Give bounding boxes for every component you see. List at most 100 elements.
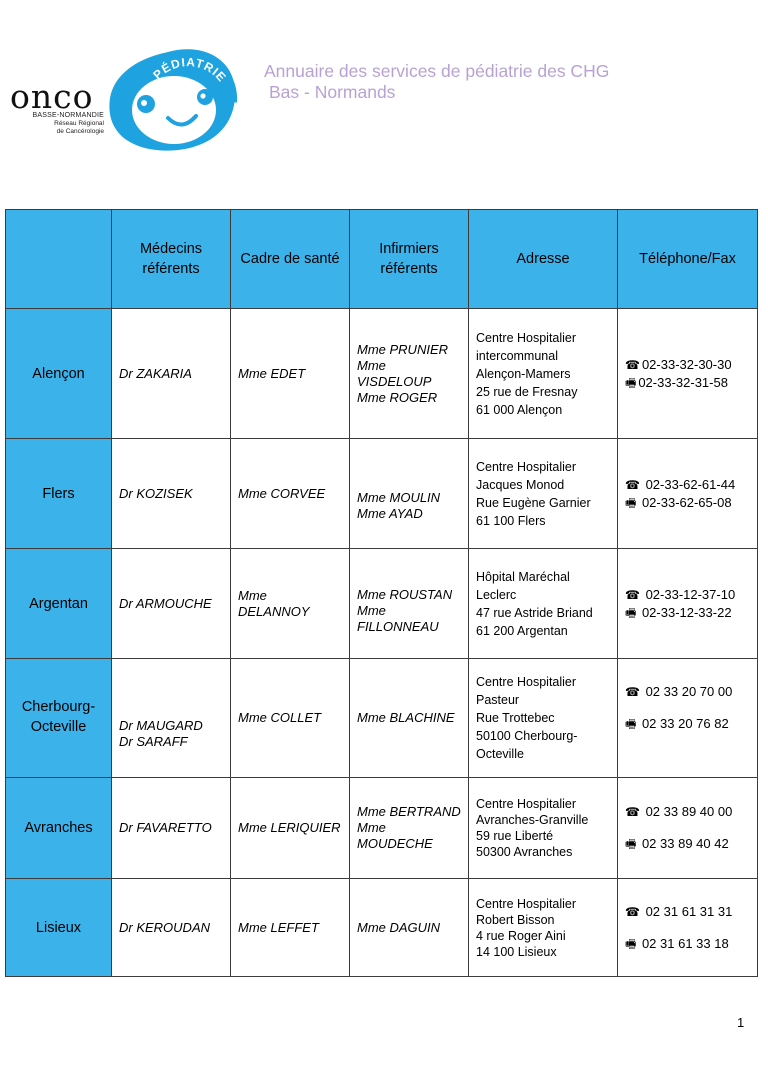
table-row: Lisieux Dr KEROUDAN Mme LEFFET Mme DAGUI…: [5, 878, 758, 977]
medecin-name: Dr KEROUDAN: [119, 919, 211, 935]
document-title: Annuaire des services de pédiatrie des C…: [264, 61, 609, 103]
address-cell: Centre Hospitalier Pasteur Rue Trottebec…: [468, 658, 618, 778]
phone-icon: ☎: [625, 685, 640, 699]
address-line: 47 rue Astride Briand: [476, 605, 593, 620]
city-cell: Avranches: [5, 777, 112, 879]
city-cell: Argentan: [5, 548, 112, 659]
phone-line: ☎ 02-33-62-61-44: [625, 476, 750, 494]
address-line: Robert Bisson: [476, 912, 555, 927]
fax-number: 02 33 89 40 42: [638, 836, 729, 851]
medecin-name: Dr KOZISEK: [119, 485, 193, 501]
table-row: Cherbourg- Octeville Dr MAUGARD Dr SARAF…: [5, 658, 758, 778]
infirmiers-cell: Mme BERTRAND Mme MOUDECHE: [349, 777, 469, 879]
table-row: Avranches Dr FAVARETTO Mme LERIQUIER Mme…: [5, 777, 758, 879]
phone-number: 02-33-32-30-30: [641, 356, 732, 372]
logo-tagline-2: de Cancérologie: [56, 128, 104, 135]
phone-cell: ☎ 02 33 89 40 00 🖷 02 33 89 40 42: [617, 777, 758, 879]
infirmier-line: Mme PRUNIER: [357, 341, 449, 357]
address-line: Pasteur: [476, 693, 520, 707]
fax-line: 🖷02-33-32-31-58: [625, 374, 750, 392]
city-name: Argentan: [29, 595, 88, 612]
address-line: Avranches-Granville: [476, 813, 589, 827]
medecin-name: Dr ARMOUCHE: [119, 595, 212, 611]
cadre-cell: Mme EDET: [230, 308, 350, 439]
address-line: 59 rue Liberté: [476, 829, 554, 843]
infirmiers-cell: Mme ROUSTAN Mme FILLONNEAU: [349, 548, 469, 659]
fax-line: 🖷 02-33-12-33-22: [625, 604, 750, 622]
title-line-1: Annuaire des services de pédiatrie des C…: [264, 61, 610, 81]
address-line: Centre Hospitalier: [476, 459, 577, 474]
phone-number: 02 31 61 31 31: [641, 903, 733, 919]
table-header-row: Médecins référents Cadre de santé Infirm…: [5, 209, 758, 309]
table-row: Argentan Dr ARMOUCHE Mme DELANNOY Mme RO…: [5, 548, 758, 659]
phone-cell: ☎02-33-32-30-30 🖷02-33-32-31-58: [617, 308, 758, 439]
fax-icon: 🖷: [625, 936, 637, 951]
logo-region: BASSE-NORMANDIE: [32, 112, 104, 119]
cadre-cell: Mme LERIQUIER: [230, 777, 350, 879]
phone-number: 02-33-12-37-10: [641, 586, 736, 602]
address-line: Leclerc: [476, 587, 517, 602]
cadre-cell: Mme COLLET: [230, 658, 350, 778]
address-line: 25 rue de Fresnay: [476, 384, 578, 399]
medecin-cell: Dr ZAKARIA: [111, 308, 231, 439]
table-row: Flers Dr KOZISEK Mme CORVEE Mme MOULIN M…: [5, 438, 758, 549]
city-cell: Alençon: [5, 308, 112, 439]
phone-number: 02-33-62-61-44: [641, 476, 736, 492]
address-line: 61 200 Argentan: [476, 623, 568, 638]
infirmier-line: MOUDECHE: [357, 836, 433, 851]
address-line: Centre Hospitalier: [476, 797, 577, 811]
header-medecins: Médecins référents: [111, 209, 231, 309]
phone-line: ☎ 02 33 89 40 00: [625, 803, 750, 821]
address-cell: Centre Hospitalier intercommunal Alençon…: [468, 308, 618, 439]
infirmier-line: FILLONNEAU: [357, 618, 439, 634]
fax-icon: 🖷: [625, 495, 637, 510]
cadre-cell: Mme LEFFET: [230, 878, 350, 977]
phone-cell: ☎ 02-33-12-37-10 🖷 02-33-12-33-22: [617, 548, 758, 659]
infirmiers-cell: Mme BLACHINE: [349, 658, 469, 778]
infirmier-line: Mme MOULIN: [357, 489, 441, 505]
city-name: Cherbourg-: [21, 699, 96, 715]
medecin-name: Dr ZAKARIA: [119, 365, 192, 381]
address-line: 50300 Avranches: [476, 845, 573, 859]
address-line: Rue Trottebec: [476, 711, 555, 725]
address-line: Hôpital Maréchal: [476, 569, 570, 584]
city-name: Avranches: [24, 820, 93, 836]
address-cell: Centre Hospitalier Avranches-Granville 5…: [468, 777, 618, 879]
city-cell: Flers: [5, 438, 112, 549]
address-line: 50100 Cherbourg-: [476, 729, 578, 743]
address-line: Rue Eugène Garnier: [476, 495, 591, 510]
address-line: Centre Hospitalier: [476, 896, 577, 911]
medecin-name: Dr SARAFF: [119, 734, 188, 749]
fax-line: 🖷 02 33 20 76 82: [625, 715, 750, 733]
fax-number: 02-33-32-31-58: [638, 374, 728, 390]
fax-icon: 🖷: [625, 837, 637, 851]
city-cell: Cherbourg- Octeville: [5, 658, 112, 778]
fax-line: 🖷 02 31 61 33 18: [625, 935, 750, 953]
page-number: 1: [737, 1015, 745, 1030]
medecin-cell: Dr MAUGARD Dr SARAFF: [111, 658, 231, 778]
fax-icon: 🖷: [625, 375, 637, 390]
header-infirmiers: Infirmiers référents: [349, 209, 469, 309]
medecin-name: Dr FAVARETTO: [119, 820, 212, 835]
phone-icon: ☎: [625, 477, 640, 492]
fax-line: 🖷 02-33-62-65-08: [625, 494, 750, 512]
infirmier-line: Mme BERTRAND: [357, 804, 461, 819]
infirmier-line: Mme AYAD: [357, 505, 423, 521]
infirmier-line: Mme BLACHINE: [357, 710, 455, 725]
phone-line: ☎ 02 31 61 31 31: [625, 903, 750, 921]
infirmiers-cell: Mme DAGUIN: [349, 878, 469, 977]
phone-icon: ☎: [625, 805, 640, 819]
phone-line: ☎ 02-33-12-37-10: [625, 586, 750, 604]
header-medecins-line1: Médecins: [139, 241, 203, 257]
medecin-cell: Dr ARMOUCHE: [111, 548, 231, 659]
medecin-cell: Dr FAVARETTO: [111, 777, 231, 879]
infirmier-line: Mme ROGER: [357, 389, 438, 405]
phone-cell: ☎ 02 31 61 31 31 🖷 02 31 61 33 18: [617, 878, 758, 977]
directory-table: Médecins référents Cadre de santé Infirm…: [5, 209, 758, 977]
logo-wordmark: onco: [10, 77, 94, 116]
header-city: [5, 209, 112, 309]
logo-subtitle: BASSE-NORMANDIE Réseau Régional de Cancé…: [24, 112, 104, 136]
logo-tagline-1: Réseau Régional: [54, 120, 104, 127]
phone-cell: ☎ 02-33-62-61-44 🖷 02-33-62-65-08: [617, 438, 758, 549]
phone-icon: ☎: [625, 904, 640, 919]
